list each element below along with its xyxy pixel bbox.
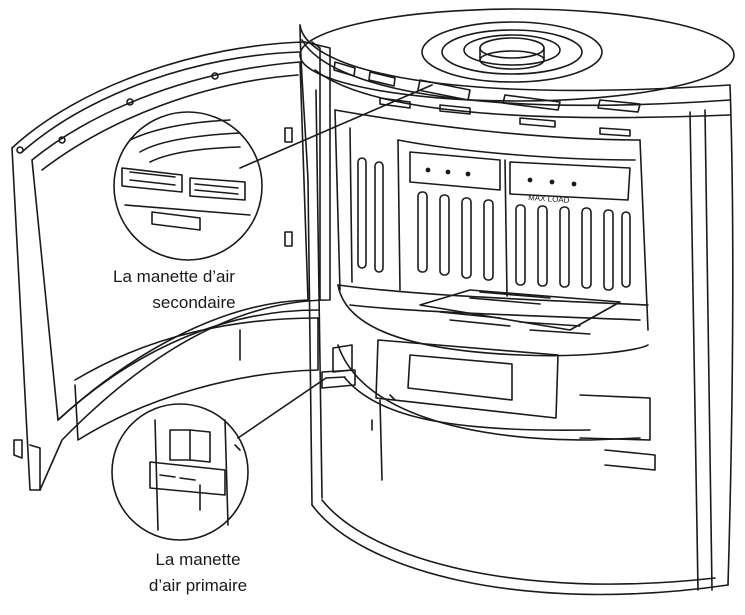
open-door xyxy=(11,41,331,491)
secondary-air-label-line1: La manette d’air xyxy=(113,267,235,286)
ash-pan-front xyxy=(337,339,656,481)
firebox-slots xyxy=(357,157,631,291)
top-vent-slots xyxy=(333,61,641,137)
max-load-marking: MAX LOAD xyxy=(528,193,570,205)
secondary-air-callout xyxy=(113,84,433,261)
flue-collar xyxy=(421,21,603,83)
grate xyxy=(337,284,649,357)
firebox xyxy=(334,109,649,331)
top-plate xyxy=(299,8,735,119)
primary-air-lever-on-stove xyxy=(321,344,356,389)
primary-air-callout xyxy=(111,377,327,541)
secondary-air-label-line2: secondaire xyxy=(152,293,236,312)
primary-air-label: La manette d’air primaire xyxy=(118,547,278,599)
secondary-air-label: La manette d’air secondaire xyxy=(74,264,274,316)
stove-body xyxy=(299,24,734,596)
primary-air-label-line1: La manette xyxy=(155,550,241,569)
primary-air-label-line2: d’air primaire xyxy=(148,576,248,595)
back-wall-dots xyxy=(425,167,577,187)
